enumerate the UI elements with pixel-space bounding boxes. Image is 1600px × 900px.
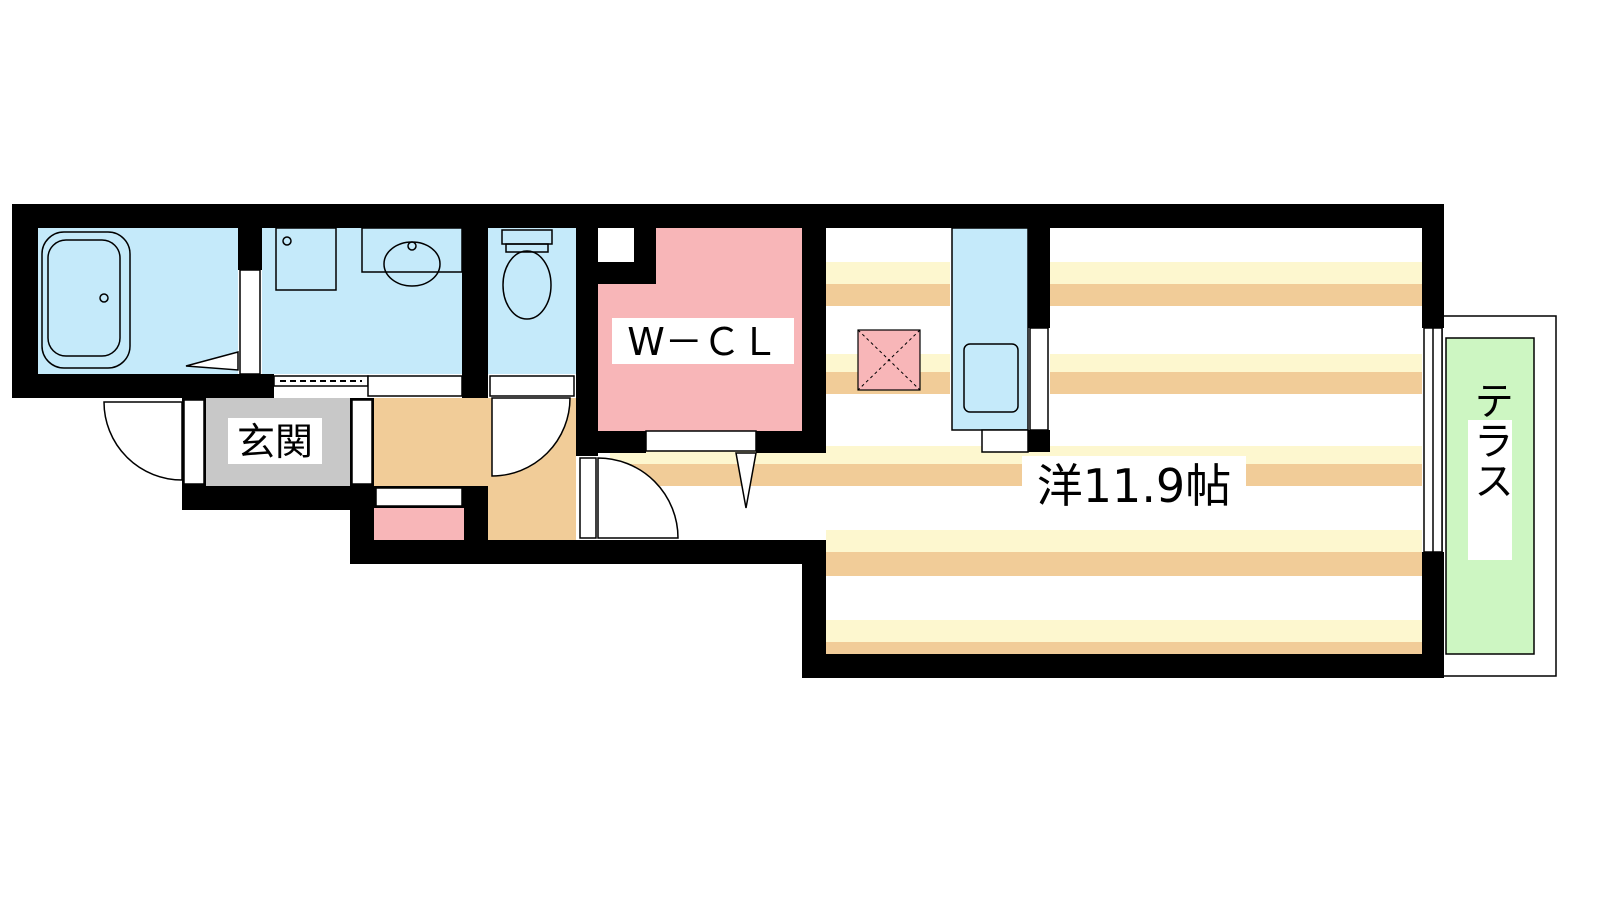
terrace-label: テラス (1467, 380, 1513, 500)
wcl-label: W－ＣＬ (627, 320, 779, 364)
shoe-cabinet (374, 508, 464, 540)
terrace-label-bg (1468, 420, 1512, 560)
wcl-pillar (598, 228, 634, 262)
wcl-door-swing-marker (735, 452, 757, 509)
door-swings (103, 397, 679, 539)
entrance-label-bg (228, 418, 322, 464)
hatch-icon (857, 329, 921, 391)
toilet-icon (501, 229, 553, 320)
sink-icon (963, 343, 1019, 413)
entrance-label: 玄関 (237, 420, 313, 464)
kitchen-stove-block (981, 429, 1029, 453)
walls (12, 204, 1444, 678)
toilet-room-floor (488, 228, 576, 374)
bathtub-icon (41, 231, 131, 369)
western-room-label: 洋11.9帖 (1037, 459, 1231, 513)
bath-door-swing-marker (185, 351, 239, 371)
washing-machine-dial (282, 236, 292, 246)
door-frames (183, 269, 1443, 553)
wcl-label-bg (612, 318, 794, 364)
washing-machine-icon (275, 227, 337, 291)
western-label-bg (1022, 456, 1246, 512)
washbasin-icon (361, 227, 463, 287)
hallway-floor (374, 398, 488, 486)
